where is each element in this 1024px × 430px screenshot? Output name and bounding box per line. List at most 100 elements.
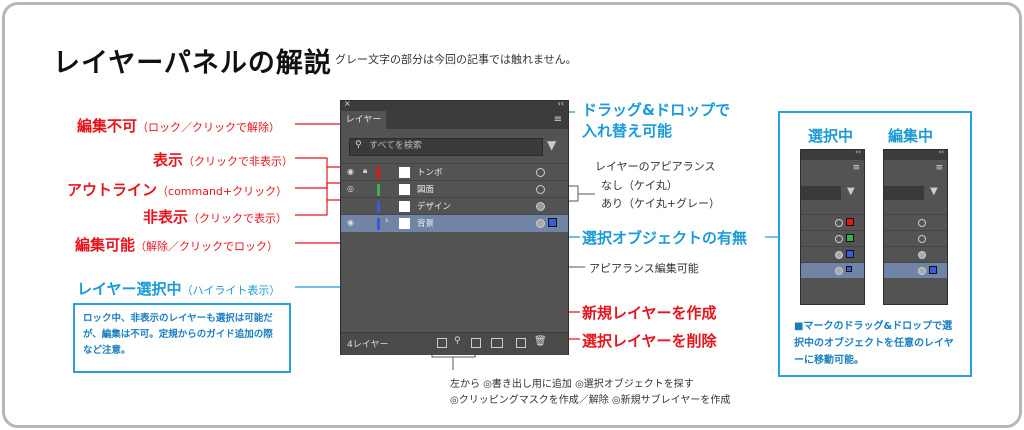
note-box: ロック中、非表示のレイヤーも選択は可能だが、編集は不可。定規からのガイド追加の際… bbox=[73, 303, 291, 373]
label-dragdrop: ドラッグ&ドロップで 入れ替え可能 bbox=[582, 101, 731, 140]
label-editable-main: 編集可能 bbox=[75, 236, 136, 254]
layer-count: 4レイヤー bbox=[347, 340, 389, 350]
collapse-icon: ‹‹ bbox=[938, 148, 944, 156]
new-sublayer-icon[interactable] bbox=[491, 338, 503, 348]
label-hide-sub: （クリックで表示） bbox=[188, 212, 288, 225]
label-appearance-some: あり（ケイ丸+グレー） bbox=[601, 197, 720, 210]
mini-panel-selected: ‹‹ ≡ ▼ bbox=[800, 148, 865, 305]
collapse-icon: ‹‹ bbox=[855, 148, 861, 156]
layer-row[interactable]: デザイン bbox=[341, 197, 568, 215]
target-circle-icon bbox=[835, 251, 843, 259]
mini-row bbox=[884, 246, 947, 262]
mini-row bbox=[801, 246, 864, 262]
layer-name[interactable]: デザイン bbox=[417, 202, 452, 212]
panel-titlebar: × ‹‹ bbox=[341, 99, 568, 111]
label-appearance-title: レイヤーのアピアランス bbox=[595, 160, 716, 173]
mini-panel-titlebar bbox=[801, 150, 864, 160]
label-appearance-edit: アピアランス編集可能 bbox=[589, 262, 699, 275]
tab-layers[interactable]: レイヤー bbox=[341, 111, 386, 129]
filter-icon[interactable]: ▼ bbox=[547, 138, 557, 152]
target-circle-icon[interactable] bbox=[536, 168, 545, 177]
new-layer-icon[interactable] bbox=[516, 338, 526, 348]
expand-chevron-icon[interactable]: › bbox=[385, 216, 389, 226]
layer-row-selected[interactable]: ◉ › 背景 bbox=[341, 214, 568, 232]
label-selected-sub: （ハイライト表示） bbox=[181, 284, 281, 297]
selection-square-icon bbox=[846, 250, 854, 258]
clipping-mask-icon[interactable] bbox=[471, 338, 481, 348]
page-subtitle: グレー文字の部分は今回の記事では触れません。 bbox=[335, 53, 577, 66]
label-show-main: 表示 bbox=[153, 151, 184, 169]
lock-icon[interactable]: 🔒︎ bbox=[363, 166, 368, 175]
selection-square-icon bbox=[846, 266, 852, 272]
label-delete-layer: 選択レイヤーを削除 bbox=[582, 332, 717, 350]
target-circle-icon bbox=[835, 235, 843, 243]
mini-row bbox=[801, 214, 864, 230]
panel-menu-icon: ≡ bbox=[935, 163, 943, 173]
mini-row bbox=[801, 230, 864, 246]
page-title: レイヤーパネルの解説 bbox=[53, 48, 332, 79]
layer-color-bar bbox=[377, 184, 380, 196]
layer-name[interactable]: 図面 bbox=[417, 185, 435, 195]
target-circle-icon bbox=[918, 267, 926, 275]
layer-thumbnail bbox=[399, 218, 410, 229]
label-show-sub: （クリックで非表示） bbox=[183, 155, 294, 168]
target-circle-icon[interactable] bbox=[536, 185, 545, 194]
eye-icon[interactable]: ◉ bbox=[347, 218, 354, 227]
layers-panel: × ‹‹ レイヤー ≡ ⚲ すべてを検索 ▼ ◉ 🔒︎ トンボ ◎ 図面 デザイ bbox=[340, 99, 569, 355]
label-lock: 編集不可（ロック／クリックで解除） bbox=[77, 115, 280, 136]
mini-search bbox=[801, 186, 841, 200]
target-circle-icon[interactable] bbox=[536, 219, 545, 228]
filter-icon: ▼ bbox=[930, 186, 938, 197]
target-circle-icon bbox=[835, 267, 843, 275]
target-circle-icon bbox=[918, 251, 926, 259]
right-box-note: ■マークのドラッグ&ドロップで選択中のオブジェクトを任意のレイヤーに移動可能。 bbox=[794, 321, 954, 366]
mini-row bbox=[884, 214, 947, 230]
layer-row[interactable]: ◎ 図面 bbox=[341, 180, 568, 198]
label-hide-main: 非表示 bbox=[143, 208, 189, 226]
selection-square-icon bbox=[929, 266, 937, 274]
label-new-layer: 新規レイヤーを作成 bbox=[582, 304, 717, 322]
target-circle-icon bbox=[835, 219, 843, 227]
search-icon: ⚲ bbox=[355, 140, 362, 150]
collapse-icon[interactable]: ‹‹ bbox=[557, 99, 564, 108]
target-circle-icon bbox=[918, 219, 926, 227]
label-selected-main: レイヤー選択中 bbox=[77, 280, 182, 298]
mini-row bbox=[884, 230, 947, 246]
target-circle-icon[interactable] bbox=[536, 202, 545, 211]
selection-example-box: 選択中 編集中 ‹‹ ≡ ▼ ‹‹ ≡ ▼ ■マークのドラッグ&ドロップで選択中… bbox=[778, 111, 972, 377]
close-icon[interactable]: × bbox=[344, 99, 351, 108]
layer-color-bar bbox=[377, 218, 380, 230]
export-icon[interactable] bbox=[437, 338, 447, 348]
trash-icon[interactable]: 🗑︎ bbox=[534, 336, 547, 347]
eye-icon[interactable]: ◉ bbox=[347, 167, 354, 176]
target-circle-icon bbox=[918, 235, 926, 243]
layer-name[interactable]: 背景 bbox=[417, 219, 435, 229]
label-show: 表示（クリックで非表示） bbox=[153, 149, 293, 170]
label-selection-object: 選択オブジェクトの有無 bbox=[582, 229, 748, 247]
label-outline: アウトライン（command+クリック） bbox=[67, 179, 287, 200]
layer-row[interactable]: ◉ 🔒︎ トンボ bbox=[341, 163, 568, 181]
panel-menu-icon[interactable]: ≡ bbox=[553, 114, 562, 125]
search-placeholder: すべてを検索 bbox=[369, 141, 422, 151]
label-editable: 編集可能（解除／クリックでロック） bbox=[75, 234, 278, 255]
layer-name[interactable]: トンボ bbox=[417, 168, 443, 178]
layer-color-bar bbox=[377, 201, 380, 213]
mini-panel-titlebar bbox=[884, 150, 947, 160]
layer-thumbnail bbox=[399, 201, 410, 212]
bottom-note-line1: 左から ◎書き出し用に追加 ◎選択オブジェクトを探す bbox=[450, 379, 694, 390]
label-lock-sub: （ロック／クリックで解除） bbox=[137, 121, 281, 134]
eye-outline-icon[interactable]: ◎ bbox=[347, 184, 354, 193]
layer-thumbnail bbox=[399, 184, 410, 195]
search-input[interactable] bbox=[349, 138, 543, 156]
filter-icon: ▼ bbox=[847, 186, 855, 197]
mini-row-highlighted bbox=[801, 262, 864, 278]
mini-search bbox=[884, 186, 924, 200]
panel-tabbar bbox=[341, 111, 568, 129]
find-icon[interactable]: ⚲ bbox=[454, 336, 461, 346]
selection-square-icon[interactable] bbox=[548, 218, 557, 227]
bottom-note-line2: ◎クリッピングマスクを作成／解除 ◎新規サブレイヤーを作成 bbox=[450, 395, 731, 406]
label-outline-sub: （command+クリック） bbox=[157, 185, 288, 198]
label-hide: 非表示（クリックで表示） bbox=[143, 206, 287, 227]
layer-color-bar bbox=[377, 167, 380, 179]
